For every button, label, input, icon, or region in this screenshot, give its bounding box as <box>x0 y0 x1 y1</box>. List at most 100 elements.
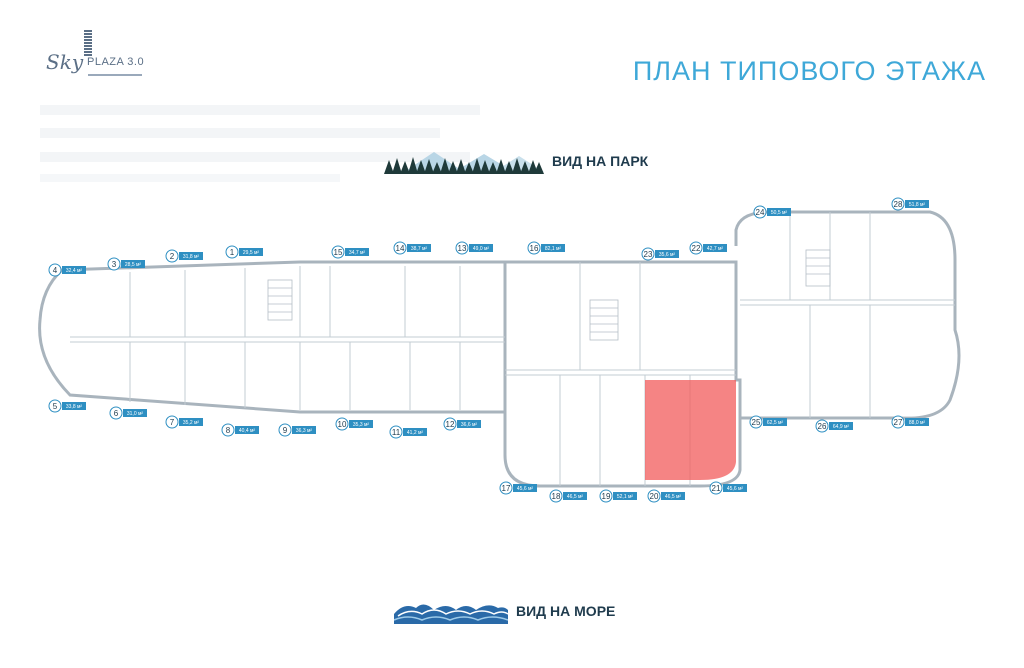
highlighted-apartment[interactable] <box>645 380 736 480</box>
apartment-number: 12 <box>446 420 455 429</box>
apartment-number: 22 <box>692 244 701 253</box>
apartment-badge-18[interactable]: 18 46,5 м² <box>549 489 587 503</box>
area-badge-bg <box>403 428 427 436</box>
apartment-number: 13 <box>458 244 467 253</box>
apartment-area: 33,8 м² <box>66 404 83 410</box>
apartment-number-circle <box>335 417 349 431</box>
apartment-number: 1 <box>230 248 235 257</box>
area-badge-bg <box>661 492 685 500</box>
area-badge-bg <box>905 418 929 426</box>
apartment-number: 28 <box>894 200 903 209</box>
apartment-area: 46,5 м² <box>567 494 584 500</box>
apartment-number: 15 <box>334 248 343 257</box>
apartment-number: 16 <box>530 244 539 253</box>
apartment-number: 20 <box>650 492 659 501</box>
apartment-number-circle <box>815 419 829 433</box>
park-view-label: ВИД НА ПАРК <box>384 148 648 174</box>
waves-icon <box>394 604 508 624</box>
area-badge-bg <box>905 200 929 208</box>
apartment-number-circle <box>753 205 767 219</box>
area-badge-bg <box>179 418 203 426</box>
area-badge-bg <box>541 244 565 252</box>
apartment-badge-11[interactable]: 11 41,2 м² <box>389 425 427 439</box>
apartment-number-circle <box>107 257 121 271</box>
apartment-area: 51,8 м² <box>909 202 926 208</box>
apartment-area: 34,7 м² <box>349 250 366 256</box>
apartment-area: 35,6 м² <box>659 252 676 258</box>
apartment-area: 35,2 м² <box>183 420 200 426</box>
apartment-badge-16[interactable]: 16 82,1 м² <box>527 241 565 255</box>
area-badge-bg <box>292 426 316 434</box>
area-badge-bg <box>763 418 787 426</box>
area-badge-bg <box>121 260 145 268</box>
apartment-number-circle <box>109 406 123 420</box>
apartment-number-circle <box>709 481 723 495</box>
logo-brand: PLAZA 3.0 <box>87 56 145 68</box>
apartment-number-circle <box>443 417 457 431</box>
forest-mountains-icon <box>384 152 544 174</box>
area-badge-bg <box>513 484 537 492</box>
apartment-area: 38,7 м² <box>411 246 428 252</box>
apartment-badge-15[interactable]: 15 34,7 м² <box>331 245 369 259</box>
apartment-number: 3 <box>112 260 117 269</box>
area-badge-bg <box>235 426 259 434</box>
apartment-area: 36,6 м² <box>461 422 478 428</box>
apartment-area: 40,4 м² <box>239 428 256 434</box>
area-badge-bg <box>239 248 263 256</box>
area-badge-bg <box>407 244 431 252</box>
apartment-number: 18 <box>552 492 561 501</box>
apartment-number: 25 <box>752 418 761 427</box>
apartment-number-circle <box>278 423 292 437</box>
area-badge-bg <box>613 492 637 500</box>
apartment-number-circle <box>48 263 62 277</box>
apartment-area: 62,5 м² <box>767 420 784 426</box>
apartment-area: 41,2 м² <box>407 430 424 436</box>
staircase-icons <box>267 249 831 341</box>
apartment-number: 26 <box>818 422 827 431</box>
apartment-badge-28[interactable]: 28 51,8 м² <box>891 197 929 211</box>
apartment-number-circle <box>527 241 541 255</box>
apartment-badge-25[interactable]: 25 62,5 м² <box>749 415 787 429</box>
area-badge-bg <box>829 422 853 430</box>
logo-word: Sky <box>46 50 84 74</box>
apartment-badge-12[interactable]: 12 36,6 м² <box>443 417 481 431</box>
area-badge-bg <box>655 250 679 258</box>
apartment-number-circle <box>749 415 763 429</box>
apartment-area: 45,6 м² <box>517 486 534 492</box>
apartment-number-circle <box>331 245 345 259</box>
area-badge-bg <box>345 248 369 256</box>
faded-text-decoration <box>40 105 480 182</box>
apartment-number: 11 <box>392 428 401 437</box>
area-badge-bg <box>62 402 86 410</box>
apartment-number: 9 <box>283 426 288 435</box>
apartment-number-circle <box>549 489 563 503</box>
apartment-number-circle <box>891 415 905 429</box>
sea-view-label: ВИД НА МОРЕ <box>394 598 615 624</box>
apartment-number-circle <box>689 241 703 255</box>
area-badge-bg <box>457 420 481 428</box>
apartment-badge-3[interactable]: 3 28,5 м² <box>107 257 145 271</box>
apartment-area: 82,1 м² <box>545 246 562 252</box>
apartment-area: 28,5 м² <box>125 262 142 268</box>
apartment-number-circle <box>48 399 62 413</box>
